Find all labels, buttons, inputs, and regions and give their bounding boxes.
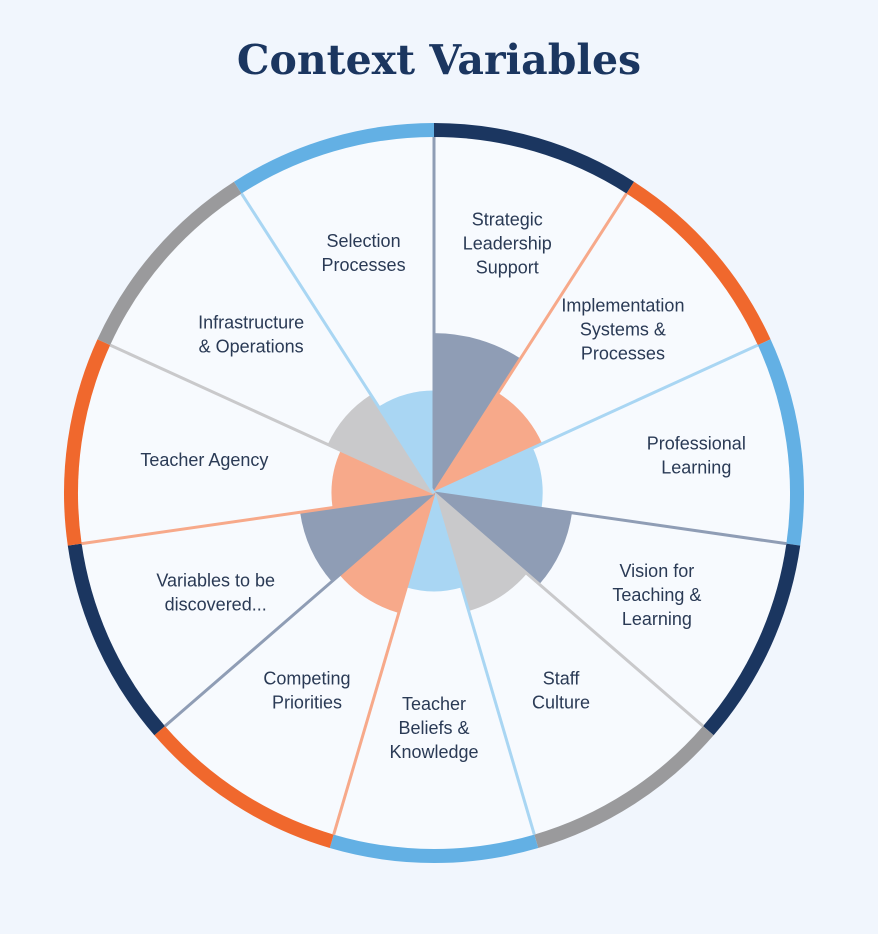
segment-divider-2 [433,343,759,495]
segment-divider-9 [109,343,435,495]
segment-label-line: Infrastructure [198,313,304,333]
segment-label-line: Variables to be [156,571,275,591]
segment-label-line: Culture [532,693,590,713]
segment-label-line: Teaching & [612,585,701,605]
segment-label-line: Teacher [402,694,466,714]
segment-label-line: Competing [263,669,350,689]
segment-divider-3 [433,491,787,546]
segment-label-line: Learning [622,609,692,629]
segment-label-line: discovered... [165,595,267,615]
page-title: Context Variables [236,36,642,84]
segment-label-line: Professional [647,433,746,453]
segment-divider-4 [433,491,705,728]
divider-layer [81,137,787,836]
segment-label-line: Knowledge [389,742,478,762]
segment-label-line: Systems & [580,319,666,339]
segment-label-line: Staff [543,669,581,689]
segment-divider-5 [432,492,536,836]
segment-label-line: Learning [661,457,731,477]
segment-label-line: & Operations [199,337,304,357]
inner-wedge-0 [434,333,521,493]
inner-wedge-8 [331,450,434,508]
segment-label-line: Priorities [272,693,342,713]
segment-label-9: Infrastructure & Operations [198,313,304,357]
inner-wedge-1 [434,392,543,493]
inner-wedge-5 [406,493,462,592]
segment-divider-7 [163,491,435,728]
inner-wedge-4 [434,493,527,612]
inner-wedge-9 [327,394,434,493]
segment-label-line: Leadership [463,234,552,254]
inner-wedge-7 [300,493,434,582]
segment-divider-6 [332,492,436,836]
segment-divider-1 [432,192,628,494]
segment-label-line: Processes [322,255,406,275]
inner-layer [300,333,572,613]
segment-label-line: Selection [327,231,401,251]
segment-label-line: Beliefs & [398,718,469,738]
segment-divider-10 [240,192,436,494]
segment-label-line: Strategic [472,210,543,230]
segment-divider-8 [81,491,435,546]
segment-label-line: Implementation [561,295,684,315]
segment-label-line: Processes [581,343,665,363]
segment-label-8: Teacher Agency [140,450,268,470]
inner-wedge-3 [434,493,572,585]
inner-wedge-10 [378,390,434,493]
segment-label-line: Teacher Agency [140,450,268,470]
inner-wedge-6 [339,493,434,613]
segment-label-line: Support [476,258,539,278]
segment-label-line: Vision for [620,561,695,581]
segment-face-5 [333,493,535,850]
segment-label-7: Variables to be discovered... [156,571,275,615]
inner-wedge-2 [434,447,543,509]
